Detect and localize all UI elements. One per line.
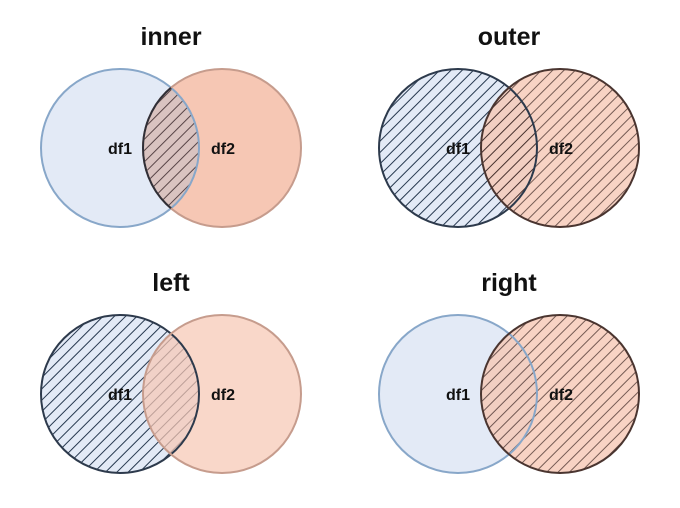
panel-title-inner: inner [140,23,201,51]
set-label-df1: df1 [446,387,470,404]
set-label-df2: df2 [211,387,235,404]
venn-panel-left: left df1 df2 [40,269,302,474]
set-label-df2: df2 [549,387,573,404]
df2-outline [480,314,640,474]
venn-panel-inner: inner df1 df2 [40,23,302,228]
df2-circle [481,69,639,227]
panel-title-right: right [481,269,537,297]
venn-shapes [40,314,302,474]
set-label-df1: df1 [446,141,470,158]
panel-title-left: left [152,269,190,297]
df2-circle [143,315,301,473]
venn-panel-outer: outer df1 df2 [378,23,640,228]
set-label-df1: df1 [108,387,132,404]
df1-outline [40,68,200,228]
set-label-df1: df1 [108,141,132,158]
venn-shapes [378,68,640,228]
df1-outline [378,68,538,228]
venn-shapes [40,68,302,228]
venn-panel-right: right df1 df2 [378,269,640,474]
df2-outline [480,68,640,228]
df1-outline [378,314,538,474]
df1-outline [40,314,200,474]
set-label-df2: df2 [211,141,235,158]
intersection-region [143,69,199,227]
df2-outline [142,314,302,474]
intersection-outline [142,69,199,227]
panel-title-outer: outer [478,23,541,51]
set-label-df2: df2 [549,141,573,158]
venn-shapes [378,314,640,474]
df2-circle [481,315,639,473]
